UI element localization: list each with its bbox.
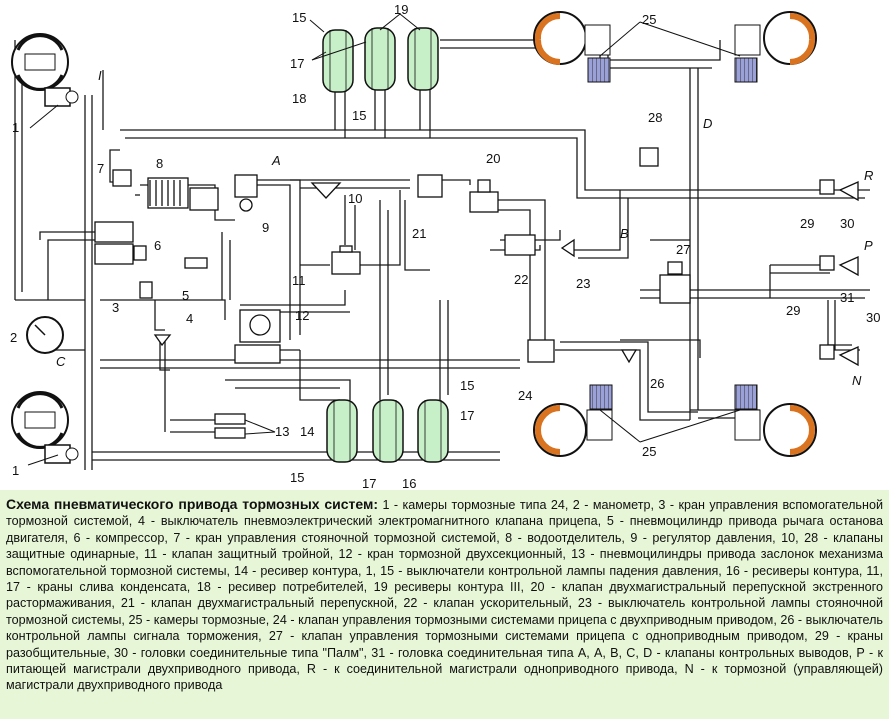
- label-30a: 30: [840, 216, 854, 231]
- label-11: 11: [292, 273, 306, 288]
- label-6: 6: [154, 238, 161, 253]
- label-P: P: [864, 238, 873, 253]
- label-7: 7: [97, 161, 104, 176]
- aux-brake-valve-3: [139, 281, 153, 299]
- label-15d: 15: [290, 470, 304, 485]
- label-1a: 1: [12, 120, 19, 135]
- label-28: 28: [648, 110, 662, 125]
- label-18: 18: [292, 91, 306, 106]
- label-21: 21: [412, 226, 426, 241]
- parking-brake-valve-7: [112, 169, 132, 187]
- brake-chamber-front-left: [11, 33, 79, 107]
- label-13: 13: [275, 424, 289, 439]
- protective-valve-28: [639, 147, 659, 167]
- double-bypass-valve-21: [417, 174, 443, 198]
- brake-chamber-25-bottom-left: [533, 384, 613, 457]
- parking-lamp-switch-23: [560, 238, 575, 258]
- label-22: 22: [514, 272, 528, 287]
- label-24: 24: [518, 388, 532, 403]
- brake-chamber-25-top-left: [533, 11, 611, 83]
- label-3: 3: [112, 300, 119, 315]
- label-30b: 30: [866, 310, 880, 325]
- stop-cylinder-5: [184, 257, 208, 269]
- label-2: 2: [10, 330, 17, 345]
- coupling-heads-30-31: [838, 180, 859, 367]
- label-17b: 17: [362, 476, 376, 490]
- labels: 1 1 2 3 4 5 6 7 8 9 10 11 12 13 14 15 15…: [10, 2, 880, 491]
- brake-signal-switch-26: [620, 349, 638, 364]
- label-4: 4: [186, 311, 193, 326]
- leader-lines: [27, 13, 741, 466]
- label-27: 27: [676, 242, 690, 257]
- label-25b: 25: [642, 444, 656, 459]
- figure-caption: Схема пневматического привода тормозных …: [0, 490, 889, 719]
- label-31: 31: [840, 290, 854, 305]
- label-15c: 15: [460, 378, 474, 393]
- label-5: 5: [182, 288, 189, 303]
- water-separator-8: [147, 177, 219, 211]
- brake-valve-12: [234, 309, 281, 364]
- receiver-14: [326, 399, 358, 463]
- brake-schematic: 1 1 2 3 4 5 6 7 8 9 10 11 12 13 14 15 15…: [10, 2, 881, 491]
- label-25a: 25: [642, 12, 656, 27]
- emergency-bypass-valve-20: [469, 179, 499, 213]
- label-12: 12: [295, 308, 309, 323]
- caption-title: Схема пневматического привода тормозных …: [6, 496, 379, 512]
- receiver-16-b: [417, 399, 449, 463]
- trailer-control-valve-24: [527, 339, 555, 363]
- label-23: 23: [576, 276, 590, 291]
- brake-chamber-rear-left: [11, 391, 79, 464]
- brake-chamber-25-bottom-right: [734, 384, 817, 457]
- label-26: 26: [650, 376, 664, 391]
- compressor-6: [94, 221, 147, 265]
- label-15a: 15: [292, 10, 306, 25]
- receiver-18: [322, 29, 354, 93]
- label-1b: 1: [12, 463, 19, 478]
- label-14: 14: [300, 424, 314, 439]
- aux-cylinders-13: [214, 413, 246, 439]
- receiver-19-b: [407, 27, 439, 91]
- label-19: 19: [394, 2, 408, 17]
- trailer-control-valve-27: [659, 261, 691, 304]
- receiver-16-a: [372, 399, 404, 463]
- schematic-svg: 1 1 2 3 4 5 6 7 8 9 10 11 12 13 14 15 15…: [10, 2, 880, 491]
- label-29a: 29: [800, 216, 814, 231]
- label-9: 9: [262, 220, 269, 235]
- label-20: 20: [486, 151, 500, 166]
- caption-body: 1 - камеры тормозные типа 24, 2 - маноме…: [6, 498, 883, 693]
- triple-protective-valve-11: [331, 245, 361, 275]
- label-R: R: [864, 168, 873, 183]
- pressure-regulator-9: [234, 174, 258, 212]
- label-10: 10: [348, 191, 362, 206]
- label-D: D: [703, 116, 712, 131]
- label-17c: 17: [460, 408, 474, 423]
- label-8: 8: [156, 156, 163, 171]
- relay-valve-22: [504, 234, 536, 256]
- label-C: C: [56, 354, 66, 369]
- pneumo-switch-4: [153, 334, 172, 347]
- label-N: N: [852, 373, 862, 388]
- label-17a: 17: [290, 56, 304, 71]
- brake-chamber-25-top-right: [734, 11, 817, 83]
- label-29b: 29: [786, 303, 800, 318]
- receiver-19-a: [364, 27, 396, 91]
- label-15b: 15: [352, 108, 366, 123]
- label-B: B: [620, 226, 629, 241]
- label-A: A: [271, 153, 281, 168]
- label-I: I: [98, 68, 102, 83]
- protective-valve-10: [310, 182, 342, 199]
- uncoupling-valves-29: [819, 179, 835, 360]
- pressure-gauge-2: [26, 316, 64, 354]
- label-16: 16: [402, 476, 416, 490]
